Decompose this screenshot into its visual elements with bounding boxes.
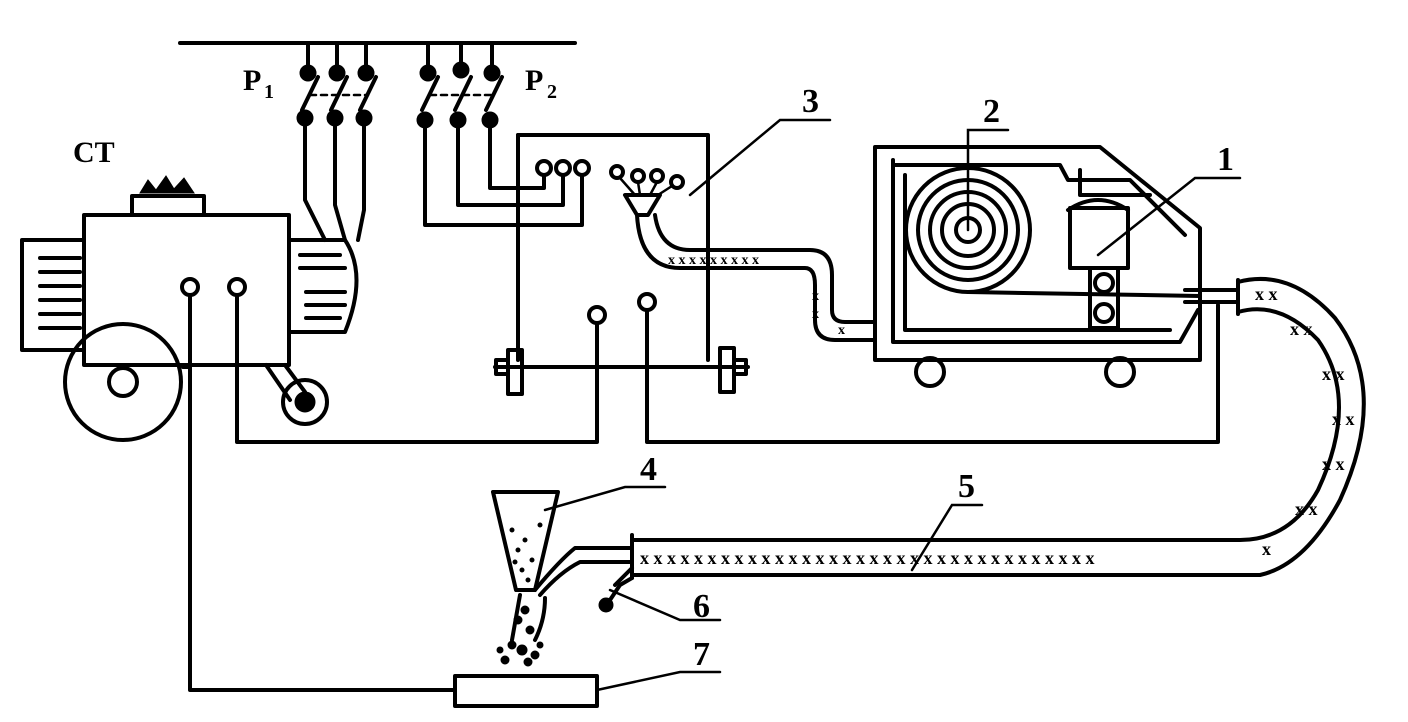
- wire-feeder: [873, 145, 1240, 388]
- svg-text:x x: x x: [1322, 454, 1345, 474]
- label-p1: P: [243, 64, 261, 97]
- label-ct: CT: [73, 136, 115, 169]
- switch-p2: [416, 61, 584, 227]
- shunt: [493, 292, 1220, 444]
- label-6: 6: [693, 588, 710, 625]
- svg-text:x x: x x: [1332, 409, 1355, 429]
- svg-text:x x x x x x x x x: x x x x x x x x x: [668, 253, 759, 268]
- svg-text:x x: x x: [1290, 319, 1313, 339]
- svg-text:x: x: [812, 289, 819, 304]
- label-2: 2: [983, 93, 1000, 130]
- label-p2-sub: 2: [547, 81, 557, 103]
- label-3: 3: [802, 83, 819, 120]
- hose-pattern: x x x x x x x x x x x x x x x x x x x x …: [640, 284, 1355, 568]
- label-1: 1: [1217, 141, 1234, 178]
- label-5: 5: [958, 468, 975, 505]
- arc-zone: [496, 593, 544, 667]
- label-4: 4: [640, 451, 657, 488]
- hose: x x x x x x x x x x x x x x x x x x x x …: [630, 277, 1366, 580]
- welding-torch: [598, 566, 634, 613]
- label-p1-sub: 1: [264, 81, 274, 103]
- svg-text:x: x: [838, 323, 845, 338]
- generator-leads: [181, 293, 599, 692]
- svg-text:x x: x x: [1295, 499, 1318, 519]
- cable-pattern-small: x x x x x x x x x x x x: [668, 253, 845, 338]
- svg-text:x x: x x: [1322, 364, 1345, 384]
- switch-p1: [296, 64, 378, 242]
- svg-text:x x: x x: [1255, 284, 1278, 304]
- svg-text:x: x: [812, 307, 819, 322]
- label-7: 7: [693, 636, 710, 673]
- control-box: x x x x x x x x x x x x: [516, 133, 877, 362]
- leader-lines: [543, 118, 1242, 692]
- power-bus: [178, 41, 577, 72]
- svg-text:x x x x x x x x x x x x x x x: x x x x x x x x x x x x x x x x x x x x …: [640, 548, 1095, 568]
- workpiece: [453, 674, 599, 708]
- flux-hopper: [491, 490, 634, 642]
- label-p2: P: [525, 64, 543, 97]
- svg-text:x: x: [1262, 539, 1271, 559]
